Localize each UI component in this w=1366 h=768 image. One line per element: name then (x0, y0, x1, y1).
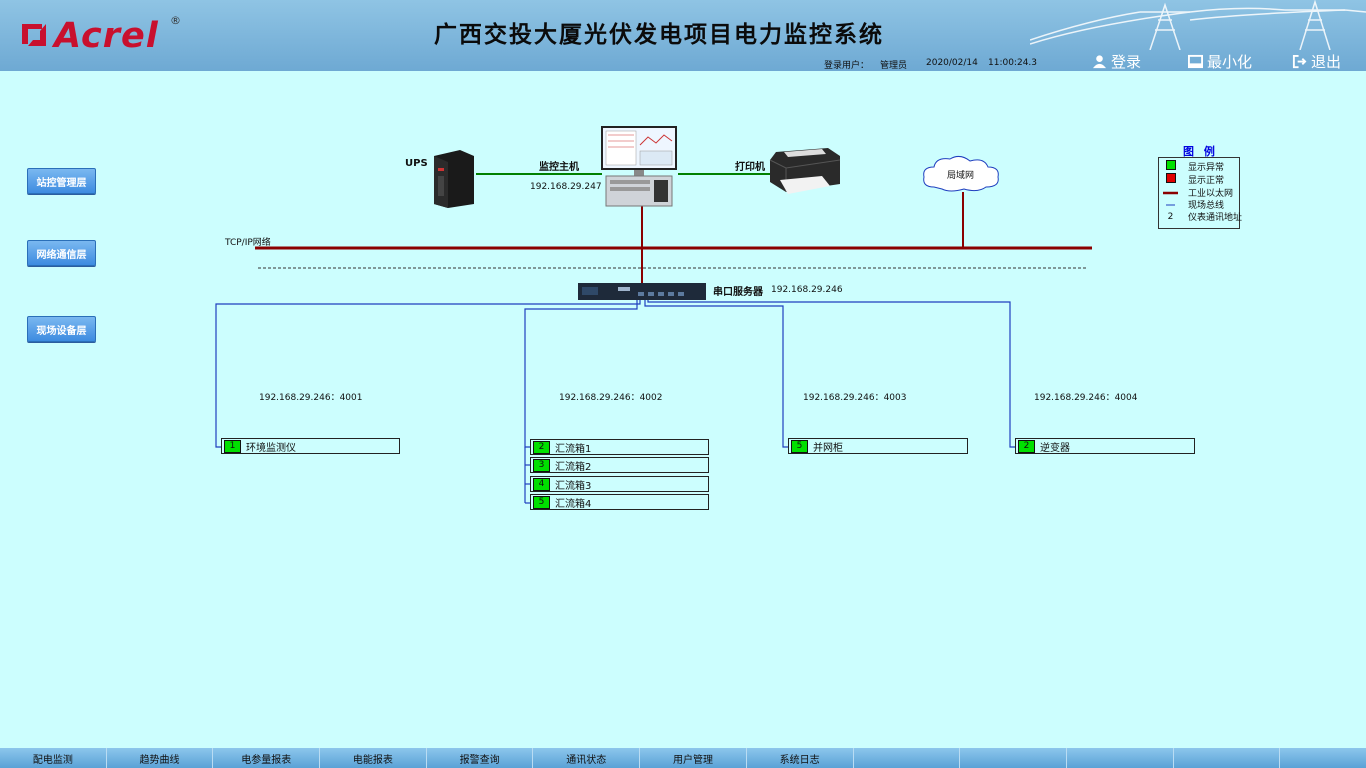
legend-label: 现场总线 (1188, 201, 1225, 211)
system-title: 广西交投大厦光伏发电项目电力监控系统 (434, 21, 884, 48)
exit-button[interactable]: 退出 (1292, 52, 1342, 71)
monitoring-host-icon[interactable] (600, 125, 678, 207)
station-management-layer-button[interactable]: 站控管理层 (27, 168, 96, 194)
port-label-4003: 192.168.29.246：4003 (803, 393, 907, 403)
serial-server-label: 串口服务器 (713, 287, 763, 298)
host-label: 监控主机 (539, 162, 579, 173)
device-name: 汇流箱4 (555, 498, 592, 510)
exit-icon (1292, 54, 1307, 68)
nav-electrical-report[interactable]: 电参量报表 (213, 748, 321, 768)
tcpip-label: TCP/IP网络 (225, 238, 271, 248)
device-environment-monitor[interactable]: 1 环境监测仪 (221, 438, 400, 454)
acrel-logo-icon (22, 24, 46, 46)
ups-icon (434, 150, 474, 208)
printer-icon[interactable] (766, 146, 842, 196)
bus-line-4003 (644, 299, 789, 448)
legend-title: 图 例 (1183, 145, 1218, 158)
device-address: 1 (224, 439, 241, 453)
date-display: 2020/02/14 (926, 58, 978, 68)
login-label: 登录 (1111, 52, 1142, 71)
legend-row-normal: 显示正常 (1163, 173, 1224, 186)
nav-energy-report[interactable]: 电能报表 (320, 748, 427, 768)
port-label-4004: 192.168.29.246：4004 (1034, 393, 1138, 403)
legend-label: 工业以太网 (1188, 189, 1234, 199)
nav-user-management[interactable]: 用户管理 (640, 748, 747, 768)
nav-alarm-query[interactable]: 报警查询 (427, 748, 534, 768)
exit-label: 退出 (1311, 52, 1342, 71)
acrel-logo: Acrel ® (20, 14, 200, 56)
nav-system-log[interactable]: 系统日志 (747, 748, 854, 768)
device-combiner-box-3[interactable]: 4 汇流箱3 (530, 476, 709, 492)
footer-nav: 配电监测 趋势曲线 电参量报表 电能报表 报警查询 通讯状态 用户管理 系统日志 (0, 748, 1366, 768)
device-combiner-box-1[interactable]: 2 汇流箱1 (530, 439, 709, 455)
legend-label: 显示异常 (1188, 163, 1225, 173)
logo-text: Acrel (54, 16, 159, 56)
device-name: 并网柜 (813, 442, 843, 454)
ups-label: UPS (405, 158, 428, 169)
bus-line-4004 (647, 299, 1016, 448)
red-swatch (1165, 173, 1176, 183)
network-communication-layer-button[interactable]: 网络通信层 (27, 240, 96, 266)
ethernet-line-icon (1163, 191, 1178, 194)
nav-empty-5[interactable] (1280, 748, 1366, 768)
device-name: 汇流箱3 (555, 480, 592, 492)
printer-label: 打印机 (735, 162, 765, 173)
nav-trend-curve[interactable]: 趋势曲线 (107, 748, 214, 768)
legend-label: 显示正常 (1188, 176, 1225, 186)
legend-row-abnormal: 显示异常 (1163, 160, 1224, 173)
legend-row-ethernet: 工业以太网 (1163, 186, 1233, 199)
device-address: 5 (791, 439, 808, 453)
legend-row-bus: 现场总线 (1163, 198, 1224, 211)
legend-box: 显示异常 显示正常 工业以太网 现场总线 2 仪表通讯地址 (1158, 157, 1243, 229)
bus-line-icon (1166, 204, 1175, 205)
device-name: 逆变器 (1040, 442, 1070, 454)
bus-line-4001 (215, 299, 641, 448)
serial-server-ip: 192.168.29.246 (771, 285, 843, 295)
device-address: 2 (1018, 439, 1035, 453)
nav-empty-4[interactable] (1174, 748, 1281, 768)
device-name: 汇流箱2 (555, 461, 592, 473)
device-address: 2 (533, 440, 550, 454)
green-swatch (1165, 160, 1176, 170)
device-name: 汇流箱1 (555, 443, 592, 455)
field-device-layer-button[interactable]: 现场设备层 (27, 316, 96, 342)
port-label-4001: 192.168.29.246：4001 (259, 393, 363, 403)
user-label: 登录用户： (824, 61, 870, 71)
port-label-4002: 192.168.29.246：4002 (559, 393, 663, 403)
nav-power-monitoring[interactable]: 配电监测 (0, 748, 107, 768)
minimize-button[interactable]: 最小化 (1188, 52, 1253, 71)
header-bar: Acrel ® 广西交投大厦光伏发电项目电力监控系统 登录用户： 管理员 202… (0, 0, 1366, 71)
device-combiner-box-4[interactable]: 5 汇流箱4 (530, 494, 709, 510)
lan-label: 局域网 (947, 171, 975, 181)
nav-empty-2[interactable] (960, 748, 1067, 768)
legend-row-address: 2 仪表通讯地址 (1163, 210, 1243, 224)
device-inverter[interactable]: 2 逆变器 (1015, 438, 1195, 454)
user-icon (1092, 54, 1107, 68)
minimize-icon (1188, 54, 1203, 68)
lan-cloud-icon (923, 155, 999, 192)
legend-label: 仪表通讯地址 (1188, 213, 1243, 223)
user-name: 管理员 (880, 61, 908, 71)
device-address: 4 (533, 477, 550, 491)
host-ip: 192.168.29.247 (530, 182, 602, 192)
device-address: 3 (533, 458, 550, 472)
nav-comm-status[interactable]: 通讯状态 (533, 748, 641, 768)
nav-empty-1[interactable] (854, 748, 961, 768)
legend-key: 2 (1167, 211, 1174, 222)
device-address: 5 (533, 495, 550, 509)
serial-server-icon[interactable] (578, 283, 706, 300)
device-grid-cabinet[interactable]: 5 并网柜 (788, 438, 968, 454)
login-button[interactable]: 登录 (1092, 52, 1142, 71)
bus-line-4002 (524, 299, 638, 448)
minimize-label: 最小化 (1207, 52, 1253, 71)
power-tower-decoration (1030, 0, 1366, 50)
device-name: 环境监测仪 (246, 442, 296, 454)
registered-mark: ® (170, 14, 181, 27)
nav-empty-3[interactable] (1067, 748, 1174, 768)
device-combiner-box-2[interactable]: 3 汇流箱2 (530, 457, 709, 473)
time-display: 11:00:24.3 (988, 58, 1038, 68)
